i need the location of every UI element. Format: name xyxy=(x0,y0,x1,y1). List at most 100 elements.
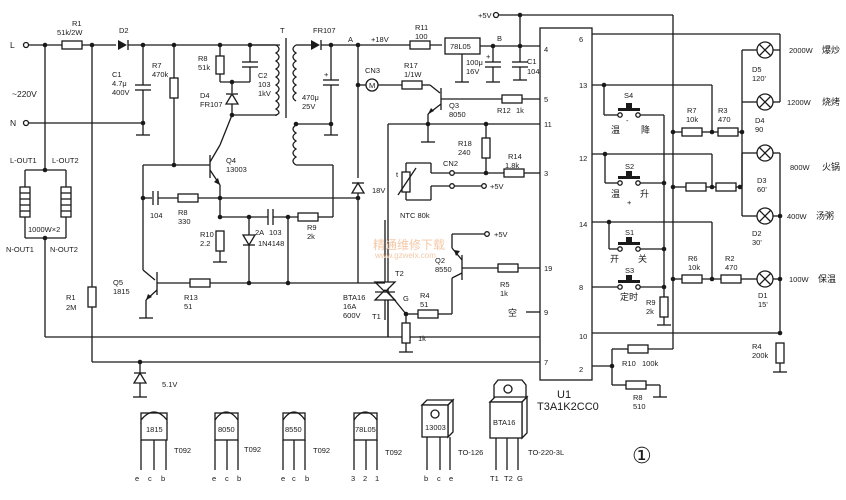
svg-text:1/1W: 1/1W xyxy=(404,70,422,79)
svg-text:330: 330 xyxy=(178,217,191,226)
connector-CN2-pin2[interactable] xyxy=(449,183,455,189)
terminal-5v[interactable] xyxy=(492,11,500,19)
diode-1N4148 xyxy=(241,234,257,247)
svg-text:510: 510 xyxy=(633,402,646,411)
label-N: N xyxy=(10,118,16,128)
label-L: L xyxy=(10,40,15,50)
svg-text:R13: R13 xyxy=(184,293,198,302)
svg-text:T092: T092 xyxy=(313,446,330,455)
terminal-5v-ntc[interactable] xyxy=(481,183,487,189)
terminal-5v-q2[interactable] xyxy=(484,231,490,237)
resistor-R10-2.2 xyxy=(215,230,225,252)
svg-text:2: 2 xyxy=(579,365,583,374)
svg-text:T2: T2 xyxy=(504,474,513,483)
svg-text:爆炒: 爆炒 xyxy=(822,44,840,56)
diode-D4-FR107 xyxy=(224,92,240,105)
svg-text:T092: T092 xyxy=(385,448,402,457)
svg-text:14: 14 xyxy=(579,220,587,229)
triac-BTA16 xyxy=(373,281,397,293)
svg-text:CN2: CN2 xyxy=(443,159,458,168)
svg-text:R10: R10 xyxy=(200,230,214,239)
svg-text:1815: 1815 xyxy=(146,425,163,434)
switch-S1[interactable] xyxy=(618,242,640,245)
svg-text:D5: D5 xyxy=(752,65,762,74)
svg-text:240: 240 xyxy=(458,148,471,157)
resistor-1k xyxy=(401,322,411,344)
svg-text:R7: R7 xyxy=(687,106,697,115)
connector-CN2-pin1[interactable] xyxy=(449,170,455,176)
svg-text:NTC 80k: NTC 80k xyxy=(400,211,430,220)
svg-text:R1: R1 xyxy=(72,19,82,28)
svg-text:www.gzweix.com: www.gzweix.com xyxy=(374,251,436,260)
svg-text:e: e xyxy=(212,474,216,483)
svg-text:16A: 16A xyxy=(343,302,356,311)
switch-S3[interactable] xyxy=(618,280,640,283)
resistor-R18 xyxy=(481,137,491,159)
svg-text:15': 15' xyxy=(758,300,768,309)
resistor-R9-2k xyxy=(297,212,319,222)
label-ac: ~220V xyxy=(12,89,37,99)
svg-text:400V: 400V xyxy=(112,88,130,97)
svg-text:51: 51 xyxy=(420,300,428,309)
resistor-R13-51 xyxy=(189,278,211,288)
svg-text:B: B xyxy=(497,34,502,43)
svg-text:2A: 2A xyxy=(255,228,264,237)
svg-text:1000W×2: 1000W×2 xyxy=(28,225,60,234)
svg-text:R9: R9 xyxy=(307,223,317,232)
svg-text:R10: R10 xyxy=(622,359,636,368)
svg-text:1k: 1k xyxy=(516,106,524,115)
svg-text:R12: R12 xyxy=(497,106,511,115)
svg-text:温: 温 xyxy=(611,125,620,136)
svg-text:R4: R4 xyxy=(752,342,762,351)
package-78L05: 78L05 T092 3 2 1 xyxy=(351,411,402,483)
resistor-ladder-2a xyxy=(685,182,707,192)
svg-text:1N4148: 1N4148 xyxy=(258,239,284,248)
svg-text:100: 100 xyxy=(415,32,428,41)
svg-text:b: b xyxy=(424,474,428,483)
ic-body xyxy=(539,27,593,381)
svg-text:1.8k: 1.8k xyxy=(505,161,519,170)
svg-text:1k: 1k xyxy=(418,334,426,343)
switch-S4[interactable] xyxy=(618,108,640,111)
resistor-R4-51 xyxy=(417,309,439,319)
heater-block: L-OUT1 L-OUT2 1000W×2 N-OUT1 N-OUT2 xyxy=(6,156,540,365)
svg-text:R1: R1 xyxy=(66,293,76,302)
svg-text:Q3: Q3 xyxy=(449,101,459,110)
svg-text:R3: R3 xyxy=(718,106,728,115)
svg-text:N-OUT2: N-OUT2 xyxy=(50,245,78,254)
svg-text:保温: 保温 xyxy=(818,273,836,285)
svg-text:Q2: Q2 xyxy=(435,256,445,265)
svg-text:104: 104 xyxy=(150,211,163,220)
led-D3: D3 60' 800W 火锅 xyxy=(756,144,840,194)
svg-text:c: c xyxy=(225,474,229,483)
svg-text:470: 470 xyxy=(725,263,738,272)
svg-text:4: 4 xyxy=(544,45,548,54)
svg-text:78L05: 78L05 xyxy=(355,425,376,434)
svg-text:Q5: Q5 xyxy=(113,278,123,287)
svg-text:L-OUT1: L-OUT1 xyxy=(10,156,37,165)
package-BTA16: BTA16 TO-220-3L T1 T2 G xyxy=(488,379,564,483)
svg-text:13: 13 xyxy=(579,81,587,90)
svg-text:汤粥: 汤粥 xyxy=(816,210,834,222)
svg-text:13003: 13003 xyxy=(226,165,247,174)
svg-text:D2: D2 xyxy=(119,26,129,35)
svg-text:D4: D4 xyxy=(755,116,765,125)
svg-text:51: 51 xyxy=(184,302,192,311)
svg-text:c: c xyxy=(437,474,441,483)
resistor-R10-100k xyxy=(627,344,649,354)
terminal-L[interactable] xyxy=(22,41,30,49)
svg-text:S3: S3 xyxy=(625,266,634,275)
svg-text:25V: 25V xyxy=(302,102,315,111)
zener-5v1: 5.1V xyxy=(132,362,177,398)
svg-text:R4: R4 xyxy=(420,291,430,300)
svg-text:R8: R8 xyxy=(633,393,643,402)
switch-S2[interactable] xyxy=(618,176,640,179)
terminal-N[interactable] xyxy=(22,119,30,127)
diode-D2 xyxy=(118,40,127,50)
led-D2: D2 30' 400W 汤粥 xyxy=(752,207,834,247)
svg-text:1815: 1815 xyxy=(113,287,130,296)
svg-text:T: T xyxy=(280,26,285,35)
figure-number: ① xyxy=(632,444,652,469)
resistor-R1 xyxy=(61,40,83,50)
svg-text:600V: 600V xyxy=(343,311,361,320)
